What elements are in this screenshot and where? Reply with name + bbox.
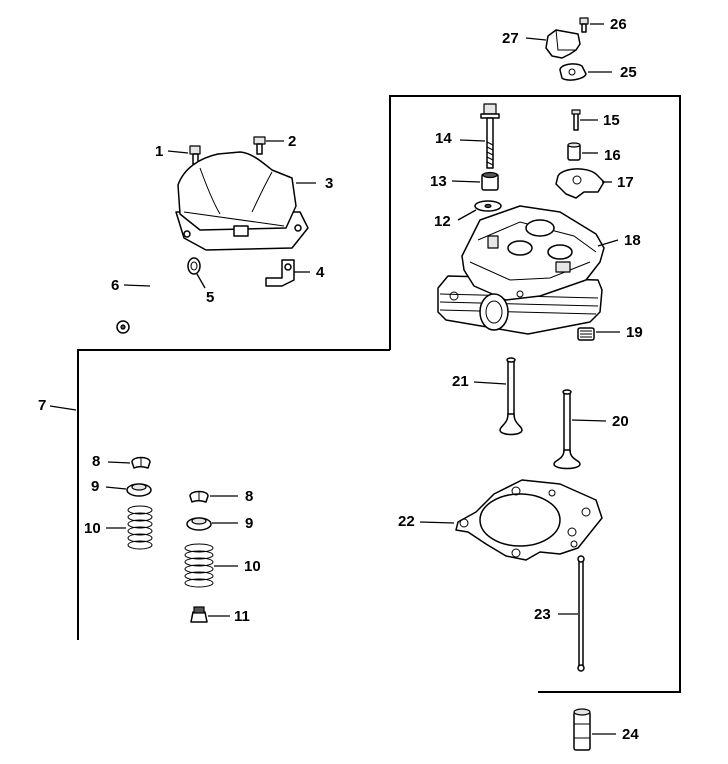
label-7: 7 (38, 397, 46, 414)
group-boundary (77, 95, 681, 693)
part-27-bracket: 27 (502, 29, 581, 59)
label-14: 14 (435, 130, 452, 147)
label-11: 11 (234, 608, 250, 625)
part-12-washer: 12 (434, 200, 502, 230)
label-18: 18 (624, 232, 641, 249)
part-11-stem-seal: 11 (190, 606, 250, 625)
part-23-push-rod: 23 (534, 555, 585, 672)
label-23: 23 (534, 606, 551, 623)
part-7-cylinder-head-group: 7 (38, 397, 77, 414)
label-1: 1 (155, 143, 163, 160)
part-1-bolt: 1 (155, 143, 201, 165)
part-25-clip: 25 (559, 63, 637, 81)
part-22-head-gasket: 22 (398, 479, 603, 561)
part-13-spacer: 13 (430, 171, 499, 191)
part-8-keeper-right: 8 (189, 488, 253, 505)
part-26-screw: 26 (579, 16, 627, 33)
part-5-clamp: 5 (187, 257, 214, 306)
part-3-valve-cover: 3 (175, 151, 333, 251)
part-21-valve: 21 (452, 357, 523, 436)
label-8b: 8 (245, 488, 253, 505)
part-2-bolt: 2 (253, 133, 296, 155)
part-15-pin: 15 (571, 109, 620, 131)
label-21: 21 (452, 373, 469, 390)
label-17: 17 (617, 174, 634, 191)
label-27: 27 (502, 30, 519, 47)
part-17-rocker-arm: 17 (555, 168, 634, 199)
label-3: 3 (325, 175, 333, 192)
part-10-spring-left: 10 (84, 505, 153, 550)
label-10b: 10 (244, 558, 261, 575)
label-24: 24 (622, 726, 639, 743)
label-19: 19 (626, 324, 643, 341)
label-15: 15 (603, 112, 620, 129)
label-5: 5 (206, 289, 214, 306)
part-6-hose: 6 (111, 255, 188, 334)
part-9-retainer-left: 9 (91, 478, 152, 497)
part-18-cylinder-head: 18 (437, 205, 641, 335)
label-13: 13 (430, 173, 447, 190)
part-10-spring-right: 10 (184, 543, 261, 588)
part-24-tappet: 24 (573, 708, 639, 751)
part-14-head-bolt: 14 (435, 103, 500, 169)
part-9-retainer-right: 9 (186, 515, 253, 532)
label-8a: 8 (92, 453, 100, 470)
part-8-keeper-left: 8 (92, 453, 151, 470)
label-9a: 9 (91, 478, 99, 495)
label-12: 12 (434, 213, 451, 230)
part-19-seat: 19 (577, 324, 643, 341)
label-6: 6 (111, 277, 119, 294)
label-2: 2 (288, 133, 296, 150)
label-16: 16 (604, 147, 621, 164)
part-4-bracket: 4 (265, 259, 325, 287)
label-20: 20 (612, 413, 629, 430)
label-26: 26 (610, 16, 627, 33)
part-20-valve: 20 (553, 389, 629, 470)
label-10a: 10 (84, 520, 101, 537)
part-16-pivot: 16 (567, 142, 621, 164)
label-25: 25 (620, 64, 637, 81)
label-9b: 9 (245, 515, 253, 532)
label-4: 4 (316, 264, 325, 281)
label-22: 22 (398, 513, 415, 530)
